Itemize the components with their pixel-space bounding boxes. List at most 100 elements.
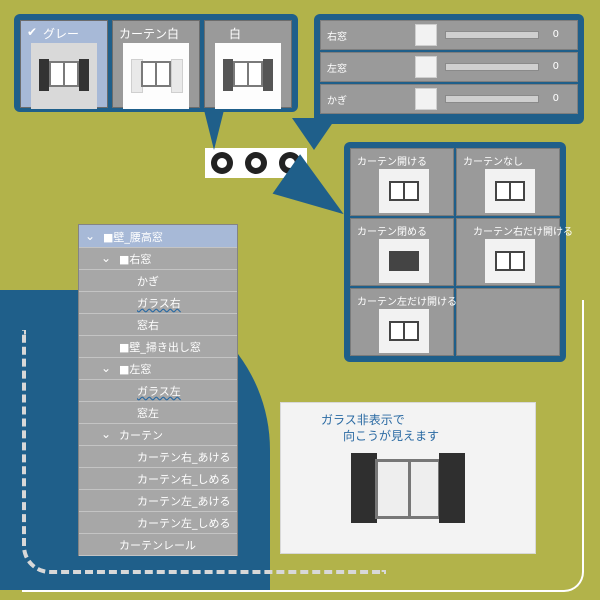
slider-value: 0 <box>552 93 559 104</box>
tree-row[interactable]: カーテン左_あける <box>79 489 237 512</box>
tree-label: カーテン右_あける <box>137 451 231 464</box>
swatch-preview <box>123 43 189 109</box>
tree-label: かぎ <box>137 275 159 288</box>
tree-row[interactable]: ⌄ ■壁_腰高窓 <box>79 225 237 248</box>
grid-cell-closed[interactable]: カーテン閉める <box>350 218 454 286</box>
swatch-label: 白 <box>229 27 242 41</box>
grid-cell-open[interactable]: カーテン開ける <box>350 148 454 216</box>
tree-row[interactable]: ガラス右 <box>79 291 237 314</box>
chevron-down-icon[interactable]: ⌄ <box>101 251 112 265</box>
tool-icon-bar <box>205 148 307 178</box>
slider-row-left-window: 左窓 0 <box>320 52 578 82</box>
window-icon <box>495 251 525 271</box>
tree-row[interactable]: カーテン右_しめる <box>79 467 237 490</box>
cell-preview <box>379 169 429 213</box>
grid-cell-empty <box>456 288 560 356</box>
tree-row[interactable]: ⌄ ■左窓 <box>79 357 237 380</box>
window-icon <box>389 181 419 201</box>
tree-label: ■左窓 <box>119 363 152 376</box>
tree-row[interactable]: カーテン左_しめる <box>79 511 237 534</box>
color-swatch-panel: グレー ✔ カーテン白 白 <box>14 14 298 112</box>
tree-row[interactable]: 窓右 <box>79 313 237 336</box>
grid-cell-left-open[interactable]: カーテン左だけ開ける <box>350 288 457 356</box>
slider-value: 0 <box>552 61 559 72</box>
swatch-curtain-white[interactable]: カーテン白 <box>112 20 200 109</box>
tree-row[interactable]: ⌄ ■右窓 <box>79 247 237 270</box>
tree-row[interactable]: カーテン右_あける <box>79 445 237 468</box>
tree-label: ガラス左 <box>137 385 181 398</box>
pointer-triangle <box>204 110 224 150</box>
cell-label: カーテン右だけ開ける <box>473 227 573 238</box>
slider-track[interactable] <box>445 63 539 71</box>
hand-ball-icon[interactable] <box>245 152 267 174</box>
cell-label: カーテンなし <box>463 157 523 168</box>
tree-label: ■壁_掃き出し窓 <box>119 341 201 354</box>
curtain-left <box>39 59 49 91</box>
checkmark-icon: ✔ <box>27 25 38 39</box>
slider-track[interactable] <box>445 31 539 39</box>
cell-label: カーテン閉める <box>357 227 427 238</box>
tree-label: カーテンレール <box>119 539 196 552</box>
tree-row[interactable]: かぎ <box>79 269 237 292</box>
curtain-right <box>439 453 465 523</box>
chevron-down-icon[interactable]: ⌄ <box>101 427 112 441</box>
hand-curtain-icon[interactable] <box>211 152 233 174</box>
window-icon <box>49 61 79 87</box>
tree-label: 窓左 <box>137 407 159 420</box>
slider-label: 右窓 <box>327 32 347 43</box>
swatch-white[interactable]: 白 <box>204 20 292 109</box>
hand-key-icon[interactable] <box>279 152 301 174</box>
tree-row[interactable]: ■壁_掃き出し窓 <box>79 335 237 358</box>
swatch-preview <box>31 43 97 109</box>
window-icon <box>141 61 171 87</box>
curtain-right <box>79 59 89 91</box>
cell-preview <box>379 239 429 283</box>
curtain-right <box>263 59 273 91</box>
preview-image: ガラス非表示で 向こうが見えます <box>280 402 536 554</box>
grid-cell-right-open[interactable]: カーテン右だけ開ける <box>456 218 573 286</box>
window-divider <box>408 462 411 516</box>
caption-line-1: ガラス非表示で <box>321 413 405 427</box>
window-icon <box>375 459 441 519</box>
caption-line-2: 向こうが見えます <box>343 429 440 443</box>
cell-preview <box>379 309 429 353</box>
layer-tree: ⌄ ■壁_腰高窓 ⌄ ■右窓 かぎ ガラス右 窓右 ■壁_掃き出し窓 ⌄ ■左窓… <box>78 224 238 556</box>
tree-row[interactable]: ⌄ カーテン <box>79 423 237 446</box>
curtain-right <box>171 59 183 93</box>
slider-label: かぎ <box>327 96 347 107</box>
background-white-border <box>22 300 584 592</box>
tree-label: ガラス右 <box>137 297 181 310</box>
chevron-down-icon[interactable]: ⌄ <box>101 361 112 375</box>
tree-label: カーテン <box>119 429 163 442</box>
slider-track[interactable] <box>445 95 539 103</box>
chevron-down-icon[interactable]: ⌄ <box>85 229 96 243</box>
tree-row[interactable]: カーテンレール <box>79 533 237 556</box>
cell-label: カーテン開ける <box>357 157 427 168</box>
tree-row[interactable]: ガラス左 <box>79 379 237 402</box>
window-icon <box>389 321 419 341</box>
swatch-label: カーテン白 <box>119 27 180 41</box>
slider-value: 0 <box>552 29 559 40</box>
tree-label: ■壁_腰高窓 <box>103 231 163 244</box>
swatch-gray[interactable]: グレー ✔ <box>20 20 108 109</box>
cell-preview <box>485 239 535 283</box>
slider-row-key: かぎ 0 <box>320 84 578 114</box>
tree-label: 窓右 <box>137 319 159 332</box>
slider-label: 左窓 <box>327 64 347 75</box>
grid-cell-none[interactable]: カーテンなし <box>456 148 560 216</box>
slider-panel: 右窓 0 左窓 0 かぎ 0 <box>314 14 584 124</box>
pointer-triangle <box>292 118 336 150</box>
tree-label: カーテン右_しめる <box>137 473 231 486</box>
swatch-preview <box>215 43 281 109</box>
slider-thumb-preview <box>415 24 437 46</box>
cell-preview <box>485 169 535 213</box>
window-icon <box>233 61 263 87</box>
tree-row[interactable]: 窓左 <box>79 401 237 424</box>
slider-row-right-window: 右窓 0 <box>320 20 578 50</box>
dashed-path <box>22 330 386 574</box>
curtain-left <box>351 453 377 523</box>
window-icon <box>495 181 525 201</box>
curtain-left <box>223 59 233 91</box>
tree-label: ■右窓 <box>119 253 152 266</box>
slider-thumb-preview <box>415 56 437 78</box>
